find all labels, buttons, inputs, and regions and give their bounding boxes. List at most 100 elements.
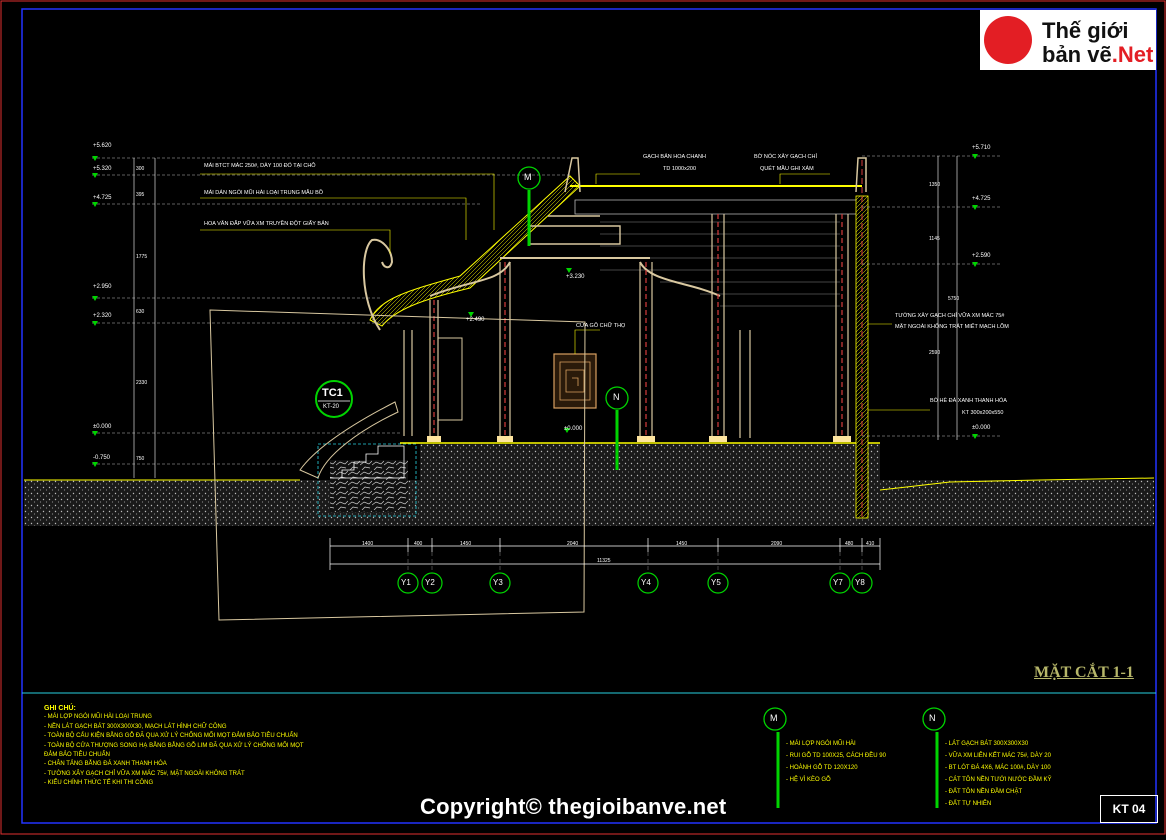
- level-left-7: -0.750: [93, 455, 111, 461]
- vdim-right-1: 1350: [929, 182, 941, 188]
- note-line: - TOÀN BỘ CẤU KIỆN BẰNG GỖ ĐÃ QUA XỬ LÝ …: [44, 733, 298, 740]
- vdim-left-2: 395: [136, 192, 145, 198]
- callout-left-2: MÁI DÁN NGÓI MŨI HÀI LOẠI TRUNG MẪU BỒ: [204, 190, 324, 196]
- column-bases: [427, 436, 851, 442]
- dim-6: 2090: [771, 541, 783, 547]
- axis-y8: Y8: [855, 578, 865, 587]
- axis-guides: [407, 552, 863, 572]
- legend-m-item: - HỆ VÌ KÈO GỖ: [786, 777, 831, 783]
- legend-n-item: - BT LÓT ĐÁ 4X6, MÁC 100#, DÀY 100: [945, 765, 1051, 771]
- note-line: ĐẢM BẢO TIÊU CHUẨN: [44, 752, 110, 759]
- vdim-left-3: 1775: [136, 254, 148, 260]
- axis-y7: Y7: [833, 578, 843, 587]
- callout-top-1-line1: GẠCH BẢN HOA CHANH: [643, 154, 706, 160]
- roof-left-curl: [362, 238, 394, 331]
- note-line: - CHÂN TẢNG BẰNG ĐÁ XANH THANH HÓA: [44, 761, 167, 768]
- marker-n-label: N: [613, 392, 620, 402]
- note-line: - KIỂU CHÍNH THỨC TẾ KHI THI CÔNG: [44, 780, 154, 787]
- legend-m-item: - MÁI LỢP NGÓI MŨI HÀI: [786, 741, 856, 747]
- right-roof: [574, 199, 861, 215]
- roof-purlins: [600, 221, 840, 307]
- legend-n-item: - ĐẤT TỰ NHIÊN: [945, 801, 992, 807]
- dim-7: 480: [845, 541, 854, 547]
- general-notes: GHI CHÚ: - MÁI LỢP NGÓI MŨI HÀI LOẠI TRU…: [44, 704, 304, 789]
- tc1-label: TC1: [322, 387, 343, 399]
- dim-4: 2040: [567, 541, 579, 547]
- vdim-left-1: 300: [136, 166, 145, 172]
- axis-bubbles: [397, 572, 873, 594]
- steps: [330, 445, 405, 479]
- copyright-watermark: Copyright© thegioibanve.net: [420, 794, 727, 819]
- roof-left-slope: [369, 175, 581, 327]
- dim-total: 11325: [597, 558, 611, 564]
- callout-top-2-line1: BỜ NÓC XÂY GẠCH CHỈ: [754, 154, 817, 160]
- logo-line1: Thế giới: [1042, 18, 1129, 43]
- step-foundation: [330, 460, 408, 512]
- ground: [24, 480, 1154, 526]
- logo-line2-text: bản vẽ: [1042, 42, 1112, 67]
- door-chu-tho: [553, 353, 597, 409]
- vdim-right-3: 5750: [948, 296, 960, 302]
- foundation-fill: [420, 444, 880, 480]
- level-inner-1: +2.490: [466, 317, 485, 323]
- callout-right-1-line1: TƯỜNG XÂY GẠCH CHỈ VỮA XM MÁC 75#: [895, 313, 1005, 319]
- callout-top-1-line2: TD 1000x200: [663, 166, 697, 172]
- legend-n-item: - VỮA XM LIÊN KẾT MÁC 75#, DÀY 20: [945, 753, 1051, 759]
- vertical-dim-lines: [133, 156, 958, 478]
- ground-line: [24, 477, 1155, 491]
- dim-8: 410: [866, 541, 875, 547]
- inner-frame: [21, 8, 1157, 824]
- dim-3: 1450: [460, 541, 472, 547]
- axis-y3: Y3: [493, 578, 503, 587]
- vdim-left-5: 2330: [136, 380, 148, 386]
- reference-box: [209, 309, 586, 621]
- level-left-1: +5.620: [93, 143, 112, 149]
- callout-top-2-line2: QUÉT MẦU GHI XÁM: [760, 166, 814, 172]
- axis-y1: Y1: [401, 578, 411, 587]
- step-railing: [299, 401, 399, 479]
- legend-m-circle: [763, 707, 787, 731]
- notes-title: GHI CHÚ:: [44, 705, 76, 712]
- legend-n-item: - LÁT GẠCH BÁT 300X300X30: [945, 741, 1029, 747]
- axis-y4: Y4: [641, 578, 651, 587]
- vdim-left-6: 750: [136, 456, 145, 462]
- level-inner-2: +3.230: [566, 274, 585, 280]
- callout-left-3: HOA VĂN ĐẮP VỮA XM TRUYỀN ĐỘT GIẤY BẢN: [204, 221, 329, 227]
- level-right-2: +4.725: [972, 196, 991, 202]
- door-chu-tho-pattern: [559, 361, 591, 401]
- axis-y2: Y2: [425, 578, 435, 587]
- vdim-right-2: 1145: [929, 236, 940, 242]
- level-left-5: +2.320: [93, 313, 112, 319]
- side-door: [437, 337, 463, 421]
- dim-2: 400: [414, 541, 423, 547]
- drawing-title: MẶT CẮT 1-1: [1034, 664, 1134, 681]
- house-icon: [984, 16, 1032, 64]
- level-right-3: +2.590: [972, 253, 991, 259]
- level-right-1: +5.710: [972, 145, 991, 151]
- level-left-2: +5.320: [93, 166, 112, 172]
- callout-left-1: MÁI BTCT MÁC 250#, DÀY 100 ĐỔ TẠI CHỖ: [204, 163, 316, 169]
- callout-right-2-line2: KT 300x200x550: [962, 410, 1004, 416]
- axis-y5: Y5: [711, 578, 721, 587]
- ridge-right-ornament: [855, 157, 867, 193]
- legend-n-item: - ĐẤT TÔN NỀN ĐẦM CHẶT: [945, 789, 1023, 795]
- marker-n-circle: [605, 386, 629, 410]
- tc1-circle: [315, 380, 353, 418]
- note-line: - NỀN LÁT GẠCH BÁT 300X300X30, MẠCH LÁT …: [44, 723, 227, 730]
- marker-m-label: M: [524, 172, 532, 182]
- note-line: - TOÀN BỘ CỬA THƯỢNG SONG HẠ BẰNG BẰNG G…: [44, 742, 304, 749]
- marker-m-circle: [517, 166, 541, 190]
- site-logo: Thế giới bản vẽ.Net: [980, 10, 1156, 70]
- tc1-ref: KT-20: [323, 404, 340, 410]
- vdim-right-4: 2590: [929, 350, 941, 356]
- level-left-6: ±0.000: [93, 424, 112, 430]
- legend-m-label: M: [770, 713, 778, 723]
- callout-right-1-line2: MẶT NGOÀI KHÔNG TRÁT MIẾT MẠCH LÕM: [895, 324, 1009, 330]
- level-left-3: +4.725: [93, 195, 112, 201]
- level-inner-3: ±0.000: [564, 426, 583, 432]
- legend-n-item: - CÁT TÔN NỀN TƯỚI NƯỚC ĐẦM KỸ: [945, 777, 1052, 783]
- level-guides: [92, 155, 1000, 465]
